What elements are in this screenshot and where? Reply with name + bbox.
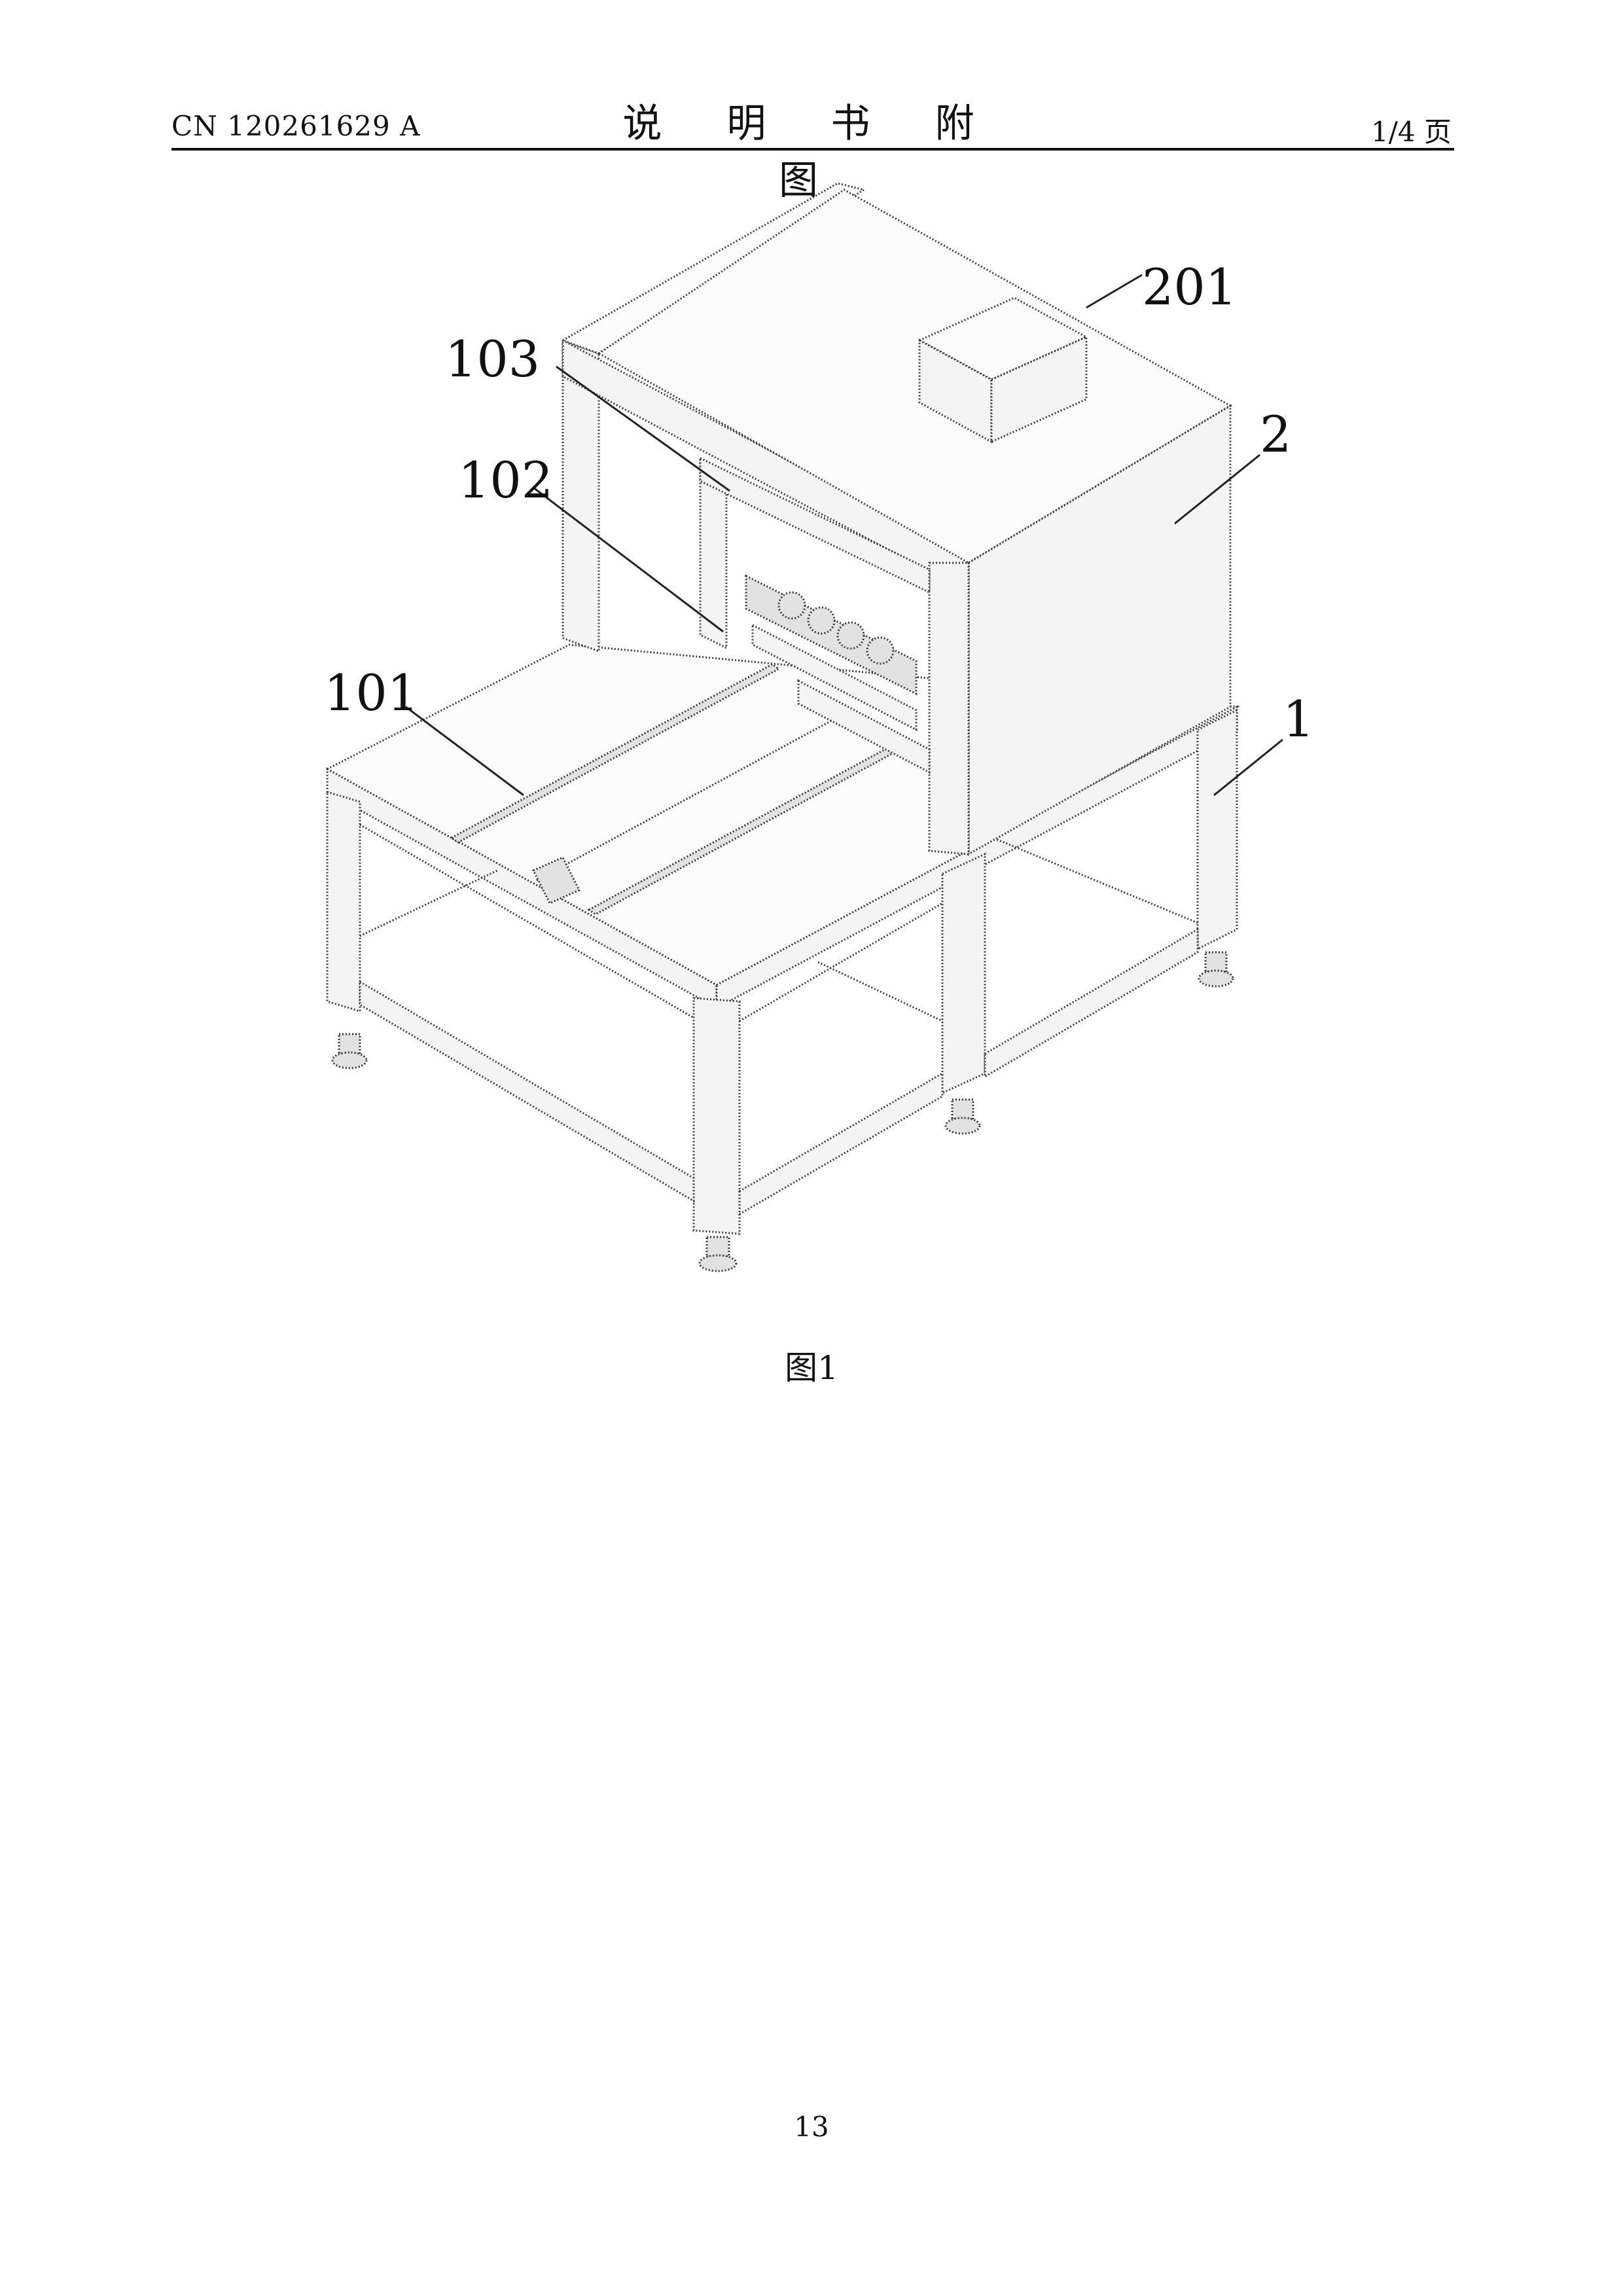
foot-front-center [700, 1237, 736, 1271]
label-2: 2 [1260, 405, 1291, 463]
lower-rail-right [985, 929, 1198, 1077]
lower-rail-inner [985, 834, 1198, 923]
leg-left-front [327, 792, 360, 1011]
leader-201 [1086, 275, 1142, 308]
lower-rail-back-left [360, 870, 497, 936]
label-1: 1 [1283, 690, 1314, 748]
label-201: 201 [1142, 258, 1237, 316]
label-101: 101 [324, 664, 419, 722]
cover-box-front-post [929, 563, 969, 854]
label-103: 103 [445, 330, 540, 388]
leg-right-back [1198, 710, 1237, 949]
lower-rail-front-right [740, 1073, 942, 1214]
foot-left-front [332, 1034, 366, 1068]
foot-right-middle [946, 1100, 980, 1134]
foot-right-back [1199, 952, 1233, 986]
page-number: 13 [779, 2111, 844, 2143]
leg-front-center [694, 998, 740, 1234]
patent-drawing-figure-1: 201 103 102 101 2 1 [0, 0, 1623, 1309]
leg-right-middle [942, 854, 985, 1093]
lower-rail-back-right [818, 962, 942, 1021]
label-102: 102 [458, 451, 553, 509]
lower-rail-front-left [360, 982, 694, 1201]
figure-caption: 图1 [779, 1342, 844, 1389]
